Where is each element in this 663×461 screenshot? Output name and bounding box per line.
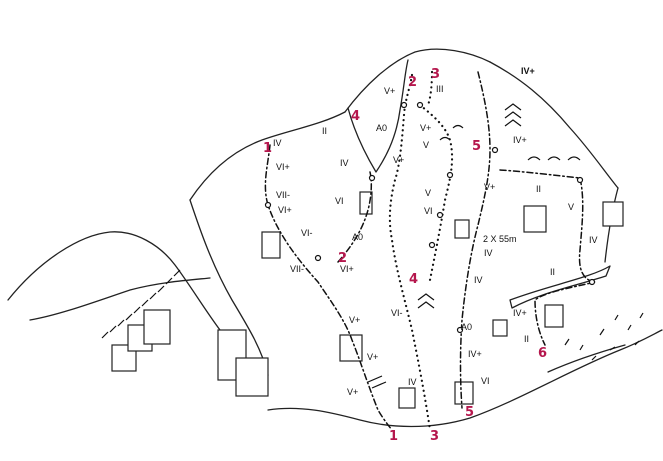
grade-label: IV+ <box>521 66 535 76</box>
grade-label: V <box>425 188 431 198</box>
lower-right-ledge <box>547 344 626 373</box>
grade-label: VI <box>335 196 344 206</box>
grade-label: A0 <box>352 232 363 242</box>
grade-label: VII- <box>276 190 290 200</box>
grade-label: IV <box>474 275 483 285</box>
route-number-5-top: 5 <box>472 139 481 154</box>
route-number-2-top: 2 <box>408 75 417 90</box>
route-number-4-mid: 4 <box>409 272 418 287</box>
grade-label: VI <box>481 376 490 386</box>
route-2-line <box>337 171 373 263</box>
grade-label: V+ <box>484 182 495 192</box>
route-3-upper <box>426 70 434 107</box>
boulders <box>111 191 624 409</box>
grade-label: V+ <box>349 315 360 325</box>
grade-label: IV <box>589 235 598 245</box>
grade-label: VI <box>424 206 433 216</box>
grade-label: III <box>436 84 444 94</box>
route-5-line <box>459 71 491 409</box>
grade-label: IV <box>273 138 282 148</box>
scree-marks <box>564 312 644 361</box>
grade-label: VII- <box>290 264 304 274</box>
grade-labels: IV+ III V+ A0 IV+ II IV VI+ IV VII- VI+ … <box>273 66 598 397</box>
vegetation-hatching <box>101 269 181 339</box>
grade-label: V <box>423 140 429 150</box>
grade-label: II <box>524 334 529 344</box>
belay-stations <box>264 101 596 334</box>
grade-label: V+ <box>367 352 378 362</box>
chevron-markers <box>367 103 581 389</box>
grade-label: IV+ <box>513 135 527 145</box>
grade-label: VI+ <box>340 264 354 274</box>
grade-label: IV <box>408 377 417 387</box>
route-number-5-bottom: 5 <box>465 405 474 420</box>
main-summit-outline <box>344 48 491 113</box>
terrain-outlines <box>7 48 663 428</box>
central-gully <box>347 59 409 173</box>
grade-label: II <box>536 184 541 194</box>
route-6-line <box>499 169 596 346</box>
grade-label: II <box>550 267 555 277</box>
grade-label: V <box>568 202 574 212</box>
rappel-note: 2 X 55m <box>483 234 517 244</box>
route-4-line <box>418 103 454 282</box>
lower-left-ridge <box>29 277 211 321</box>
left-cliff-face <box>189 111 346 201</box>
grade-label: IV <box>484 248 493 258</box>
route-number-3-bottom: 3 <box>430 429 439 444</box>
route-3-line <box>388 73 432 432</box>
grade-label: IV+ <box>513 308 527 318</box>
grade-label: VI+ <box>276 162 290 172</box>
grade-label: IV+ <box>468 349 482 359</box>
base-ground-line <box>267 329 663 428</box>
grade-label: VI- <box>391 308 403 318</box>
route-number-labels: 1 1 2 2 3 3 4 4 5 5 6 <box>263 67 547 444</box>
route-number-2-mid: 2 <box>338 251 347 266</box>
summit-right-ridge <box>489 61 619 189</box>
route-number-1-top: 1 <box>263 141 272 156</box>
right-ledge <box>509 265 611 309</box>
left-cliff-base <box>189 199 269 376</box>
route-number-6: 6 <box>538 346 547 361</box>
grade-label: IV <box>340 158 349 168</box>
grade-label: V+ <box>347 387 358 397</box>
grade-label: V+ <box>420 123 431 133</box>
grade-label: A0 <box>376 123 387 133</box>
grade-label: A0 <box>461 322 472 332</box>
route-number-1-bottom: 1 <box>389 429 398 444</box>
grade-label: V+ <box>384 86 395 96</box>
route-number-3-top: 3 <box>431 67 440 82</box>
route-number-4-top: 4 <box>351 109 360 124</box>
grade-label: II <box>322 126 327 136</box>
grade-label: V+ <box>393 155 404 165</box>
left-hill-outline <box>7 231 221 331</box>
grade-label: VI+ <box>278 205 292 215</box>
grade-label: VI- <box>301 228 313 238</box>
